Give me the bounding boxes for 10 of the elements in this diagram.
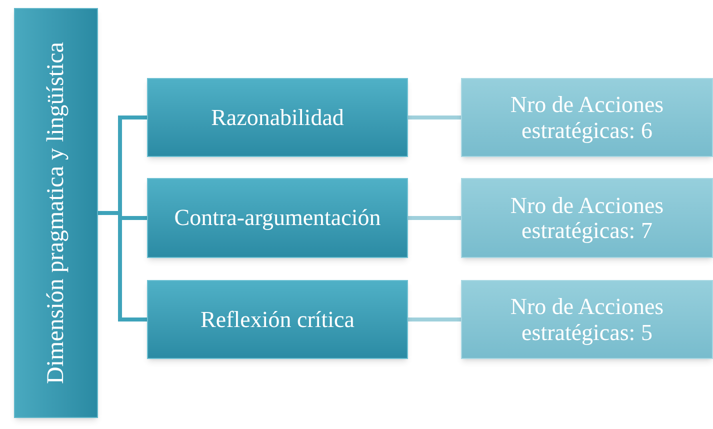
connector-line: [408, 116, 461, 120]
category-box: Nro de Acciones estratégicas: 7: [461, 178, 713, 258]
category-box: Nro de Acciones estratégicas: 6: [461, 78, 713, 157]
connector-line: [408, 216, 461, 220]
dimension-box: Dimensión pragmatica y lingüística: [14, 8, 98, 418]
category-box: Razonabilidad: [147, 78, 408, 157]
category-box: Contra-argumentación: [147, 178, 408, 258]
category-box: Reflexión crítica: [147, 280, 408, 359]
category-box: Nro de Acciones estratégicas: 5: [461, 280, 713, 359]
connector-line: [408, 318, 461, 322]
